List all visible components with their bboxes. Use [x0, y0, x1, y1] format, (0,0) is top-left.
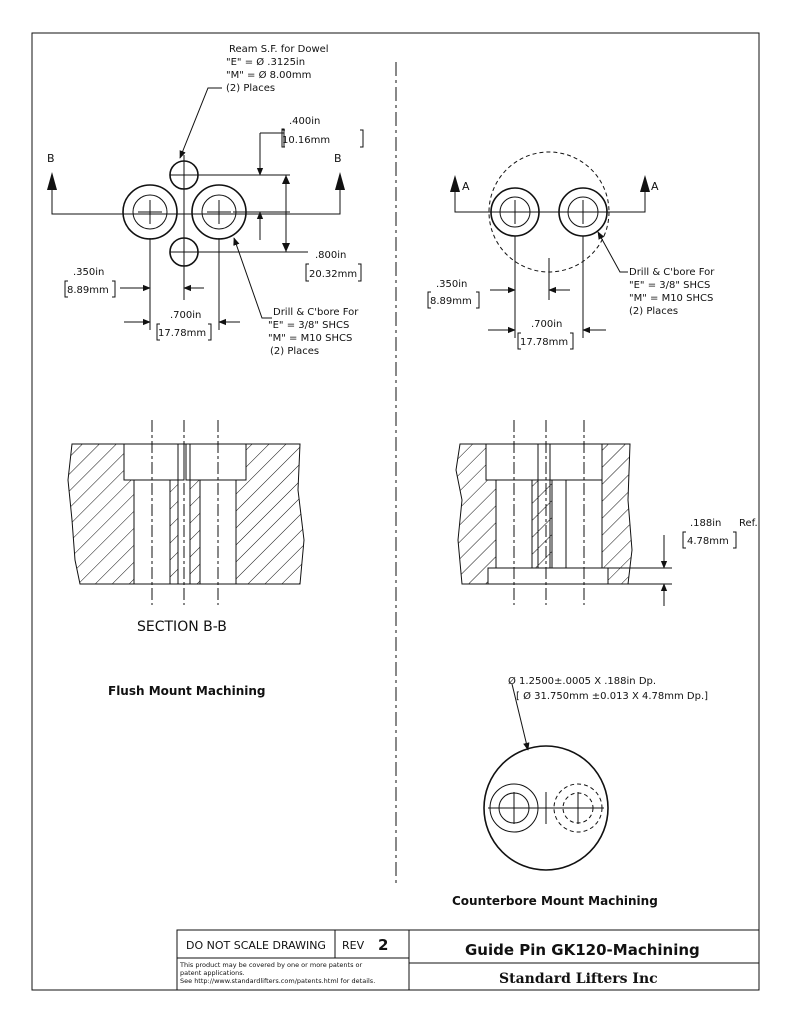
drawing-title: Guide Pin GK120-Machining: [465, 941, 700, 959]
dim-350-in-left: .350in: [73, 267, 104, 278]
cbore-note-left-line-4: (2) Places: [270, 346, 319, 357]
dowel-note-line-1: Ream S.F. for Dowel: [229, 44, 329, 55]
dim-700-mm-left: 17.78mm: [158, 328, 206, 339]
cbore-note-left-line-3: "M" = M10 SHCS: [268, 333, 352, 344]
counterbore-mount-label: Counterbore Mount Machining: [452, 894, 658, 908]
dim-350-mm-right: 8.89mm: [430, 296, 472, 307]
dowel-note-line-2: "E" = Ø .3125in: [226, 56, 305, 68]
dowel-note-line-3: "M" = Ø 8.00mm: [226, 69, 311, 81]
dim-400-in: .400in: [289, 116, 320, 127]
flush-mount-label: Flush Mount Machining: [108, 684, 266, 698]
cbore-note-right-line-3: "M" = M10 SHCS: [629, 293, 713, 304]
dim-700-in-left: .700in: [170, 310, 201, 321]
patent-line-1: This product may be covered by one or mo…: [179, 961, 363, 969]
dim-800-in: .800in: [315, 250, 346, 261]
counterbore-note-line-2: [ Ø 31.750mm ±0.013 X 4.78mm Dp.]: [516, 690, 708, 702]
patent-line-3: See http://www.standardlifters.com/paten…: [180, 977, 375, 985]
flush-plan-view: B B: [47, 87, 345, 330]
counterbore-plan-view: [450, 151, 650, 338]
dowel-note-line-4: (2) Places: [226, 83, 275, 94]
dim-400-mm: 10.16mm: [282, 135, 330, 146]
rev-label: REV: [342, 939, 365, 952]
rev-value: 2: [378, 936, 388, 954]
section-letter-a-right: A: [651, 180, 659, 193]
cbore-note-right-line-1: Drill & C'bore For: [629, 267, 715, 278]
dim-700-mm-right: 17.78mm: [520, 337, 568, 348]
dim-188-ref: Ref.: [739, 518, 758, 529]
dim-350-mm-left: 8.89mm: [67, 285, 109, 296]
cbore-note-left-line-2: "E" = 3/8" SHCS: [268, 320, 349, 331]
cbore-note-right-line-2: "E" = 3/8" SHCS: [629, 280, 710, 291]
patent-line-2: patent applications.: [180, 969, 245, 977]
section-letter-a-left: A: [462, 180, 470, 193]
section-aa-view: [455, 420, 672, 606]
counterbore-detail-view: [483, 683, 609, 871]
dim-350-in-right: .350in: [436, 279, 467, 290]
cbore-note-right-line-4: (2) Places: [629, 306, 678, 317]
company-name: Standard Lifters Inc: [499, 971, 658, 987]
section-letter-b-left: B: [47, 152, 55, 165]
section-letter-b-right: B: [334, 152, 342, 165]
section-bb-view: [67, 420, 305, 605]
dim-700-in-right: .700in: [531, 319, 562, 330]
dim-800-mm: 20.32mm: [309, 269, 357, 280]
counterbore-note-line-1: Ø 1.2500±.0005 X .188in Dp.: [508, 675, 656, 687]
section-bb-label: SECTION B-B: [137, 619, 227, 635]
dim-188-mm: 4.78mm: [687, 536, 729, 547]
do-not-scale-label: DO NOT SCALE DRAWING: [186, 939, 326, 952]
dim-188-in: .188in: [690, 518, 721, 529]
title-block: [176, 929, 760, 991]
cbore-note-left-line-1: Drill & C'bore For: [273, 307, 359, 318]
